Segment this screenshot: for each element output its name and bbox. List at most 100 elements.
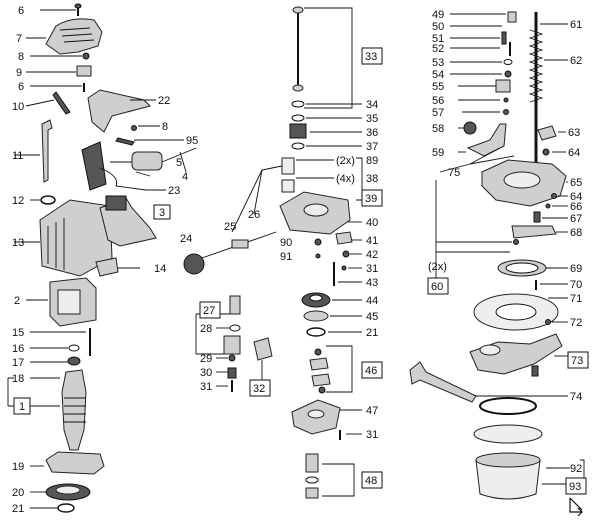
label-71: 71	[570, 293, 582, 305]
label-48: 48	[365, 475, 377, 487]
label-38: 38	[366, 173, 378, 185]
part-12-oring	[40, 195, 56, 205]
label-49: 49	[432, 9, 444, 21]
label-56: 56	[432, 95, 444, 107]
label-15: 15	[12, 327, 24, 339]
label-box-60	[427, 277, 449, 295]
label-box-48	[361, 471, 383, 489]
label-54: 54	[432, 69, 444, 81]
part-38-sleeve	[281, 179, 295, 193]
label-box-73	[567, 351, 589, 369]
label-11: 11	[12, 150, 23, 162]
label-42: 42	[366, 249, 378, 261]
part-55-block	[495, 79, 511, 93]
part-49-clip	[507, 11, 517, 23]
label-21b: 21	[366, 327, 378, 339]
label-4: 4	[182, 171, 188, 183]
label-2x: (2x)	[336, 155, 355, 167]
label-31a: 31	[366, 263, 378, 275]
part-19-fan-guard	[45, 451, 105, 475]
part-6-screw	[74, 3, 82, 16]
label-66: 66	[570, 201, 582, 213]
label-9: 9	[16, 67, 22, 79]
label-35: 35	[366, 113, 378, 125]
part-7-cap	[45, 18, 103, 55]
part-36-spring	[289, 123, 307, 139]
part-46-lock-parts	[309, 348, 331, 394]
part-35-ring	[291, 114, 305, 122]
label-53: 53	[432, 57, 444, 69]
label-31b: 31	[200, 381, 212, 393]
label-33: 33	[365, 51, 377, 63]
label-13: 13	[12, 237, 24, 249]
part-73-dust-hood	[469, 333, 563, 375]
middle-column-parts	[183, 6, 363, 499]
label-57: 57	[432, 107, 444, 119]
part-24-knob	[183, 253, 205, 275]
part-11-bracket	[41, 119, 53, 183]
label-55: 55	[432, 81, 444, 93]
label-75: 75	[448, 167, 460, 179]
label-65: 65	[570, 177, 582, 189]
label-47: 47	[366, 405, 378, 417]
label-52: 52	[432, 43, 444, 55]
label-22: 22	[158, 95, 170, 107]
part-18-armature	[61, 369, 87, 451]
part-93-chip-cup	[475, 459, 541, 500]
label-6b: 6	[18, 81, 24, 93]
label-18: 18	[12, 373, 24, 385]
label-74: 74	[570, 391, 582, 403]
label-90: 90	[280, 237, 292, 249]
label-44: 44	[366, 295, 378, 307]
label-27: 27	[203, 305, 215, 317]
label-10: 10	[12, 101, 24, 113]
label-26: 26	[248, 209, 260, 221]
label-25: 25	[224, 221, 236, 233]
label-box-27	[199, 301, 221, 319]
part-48-collet	[305, 453, 319, 473]
label-69: 69	[570, 263, 582, 275]
label-28: 28	[200, 323, 212, 335]
label-17: 17	[12, 357, 24, 369]
arrow-corner-icon	[569, 497, 583, 517]
label-8b: 8	[162, 121, 168, 133]
label-4x: (4x)	[336, 173, 355, 185]
part-21-ring-mid	[306, 327, 326, 337]
part-90-screw	[314, 238, 322, 246]
label-30: 30	[200, 367, 212, 379]
label-1: 1	[19, 401, 25, 413]
label-2x-right: (2x)	[428, 261, 447, 273]
label-39: 39	[365, 193, 377, 205]
label-7: 7	[16, 33, 22, 45]
label-8: 8	[18, 51, 24, 63]
part-number-labels: 6 7 8 9 6 10 22 8 95 11 5 4 23 12 3 13 1…	[12, 5, 583, 515]
label-64b: 64	[570, 191, 582, 203]
part-89-sleeve	[281, 157, 295, 175]
label-box-32	[249, 379, 271, 397]
label-6: 6	[18, 5, 24, 17]
part-9-clip	[76, 65, 92, 77]
part-68-lever	[511, 225, 557, 239]
part-16-ring	[68, 344, 80, 352]
label-box-46	[361, 361, 383, 379]
label-60: 60	[431, 281, 443, 293]
part-32-assembly	[253, 337, 273, 361]
label-19: 19	[12, 461, 24, 473]
part-34-washer	[291, 100, 305, 108]
label-3: 3	[159, 207, 165, 219]
part-10-pin	[52, 91, 71, 115]
label-93: 93	[569, 481, 581, 493]
part-91-screw	[315, 253, 321, 259]
label-95: 95	[186, 135, 198, 147]
label-43: 43	[366, 277, 378, 289]
label-51: 51	[432, 33, 444, 45]
part-37-oring	[291, 142, 305, 150]
label-5: 5	[176, 157, 182, 169]
label-20: 20	[12, 487, 24, 499]
part-58-knob	[463, 121, 477, 135]
part-41-clip	[335, 231, 353, 245]
label-14: 14	[154, 263, 166, 275]
label-89: 89	[366, 155, 378, 167]
